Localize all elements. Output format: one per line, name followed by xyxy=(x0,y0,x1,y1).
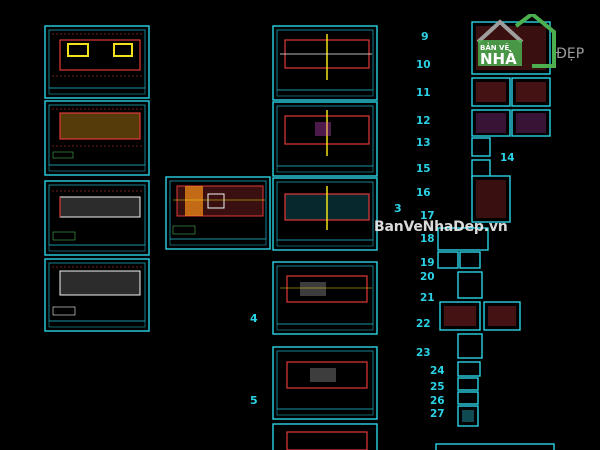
sheet-center-2[interactable] xyxy=(272,101,378,177)
sheet-number: 13 xyxy=(416,137,431,149)
logo-line1: BẢN VẼ xyxy=(480,42,509,52)
sheet-number: 3 xyxy=(394,202,402,215)
sheet-number: 5 xyxy=(250,394,258,407)
sheet-left-3[interactable] xyxy=(44,180,150,256)
sheet-number: 17 xyxy=(420,210,435,222)
sheet-number: 12 xyxy=(416,115,431,127)
sheet-number: 23 xyxy=(416,347,431,359)
sheet-left-4[interactable] xyxy=(44,258,150,332)
sheet-number: 25 xyxy=(430,381,445,393)
sheet-center-3[interactable] xyxy=(272,177,378,251)
sheet-number: 24 xyxy=(430,365,445,377)
sheet-center-1[interactable] xyxy=(272,25,378,101)
sheet-middle[interactable] xyxy=(165,176,271,250)
sheet-center-5[interactable] xyxy=(272,346,378,420)
sheet-number: 9 xyxy=(421,30,429,43)
sheet-number: 16 xyxy=(416,187,431,199)
sheet-number: 26 xyxy=(430,395,445,407)
sheet-center-6[interactable] xyxy=(272,423,378,450)
sheet-number: 10 xyxy=(416,59,431,71)
sheet-number: 20 xyxy=(420,271,435,283)
sheet-number: 4 xyxy=(250,312,258,325)
logo-nha: NHÀ xyxy=(480,49,517,68)
sheet-number: 27 xyxy=(430,408,445,420)
sheet-number: 19 xyxy=(420,257,435,269)
sheet-center-4[interactable] xyxy=(272,261,378,335)
sheet-left-2[interactable] xyxy=(44,100,150,176)
detail-column[interactable] xyxy=(435,21,555,450)
sheet-number: 22 xyxy=(416,318,431,330)
sheet-number: 14 xyxy=(500,152,515,164)
watermark-text: BanVeNhaDep.vn xyxy=(374,219,508,235)
sheet-number: 18 xyxy=(420,233,435,245)
sheet-number: 11 xyxy=(416,87,431,99)
logo-dep: ĐẸP xyxy=(556,46,584,62)
sheet-number: 21 xyxy=(420,292,435,304)
sheet-number: 15 xyxy=(416,163,431,175)
sheet-left-1[interactable] xyxy=(44,25,150,99)
banvenhadep-logo: BẢN VẼ NHÀ ĐẸP xyxy=(476,14,584,68)
